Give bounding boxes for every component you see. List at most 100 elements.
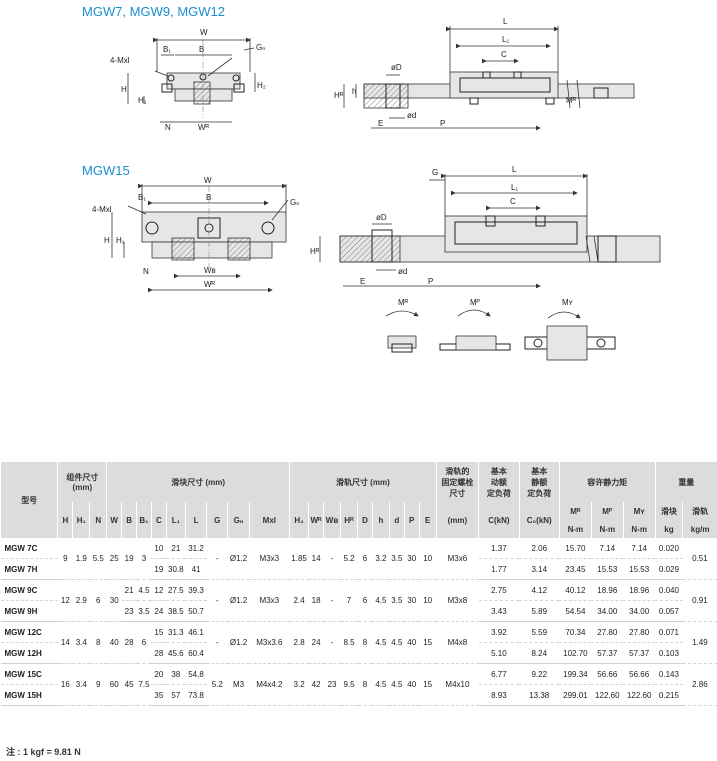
- dim-L: L: [503, 17, 508, 26]
- cell-model: MGW 9H: [0, 600, 58, 622]
- th-stat: 基本 静额 定负荷: [518, 462, 560, 502]
- series-title-mgw15: MGW15: [82, 163, 130, 178]
- cell-MY: 34.00: [623, 600, 656, 622]
- dim-WR: Wᴿ: [198, 123, 210, 132]
- cell-bolt: M3x8: [436, 579, 479, 622]
- th-block: 滑块尺寸 (mm): [106, 462, 290, 502]
- dim-E: E: [378, 119, 383, 128]
- cell-H2: 2.8: [289, 621, 309, 664]
- cell-N: 8: [89, 621, 107, 664]
- cell-kg: 0.143: [655, 663, 683, 685]
- cell-E: 15: [419, 663, 437, 706]
- cell-bolt: M3x6: [436, 538, 479, 580]
- dim-N: N: [165, 123, 171, 132]
- cell-MP: 122.60: [591, 684, 624, 706]
- cell-L: 41: [185, 558, 207, 580]
- cell-dyn: 1.77: [478, 558, 520, 580]
- dim-HR: Hᴿ: [334, 91, 344, 100]
- dim-C-15: C: [510, 197, 516, 206]
- cell-HR: 9.5: [340, 663, 358, 706]
- cell-d: 3.5: [389, 538, 405, 580]
- footnote: 注 : 1 kgf = 9.81 N: [6, 747, 81, 757]
- cell-B: 23: [121, 600, 137, 622]
- cell-MR: 23.45: [559, 558, 592, 580]
- cell-HR: 7: [340, 579, 358, 622]
- cell-model: MGW 12C: [0, 621, 58, 643]
- cell-H: 9: [57, 538, 73, 580]
- th-col-8: L: [184, 502, 207, 538]
- cell-G: 5.2: [206, 663, 228, 706]
- cell-B1: 6: [136, 621, 152, 664]
- side-view-small: [343, 26, 635, 131]
- cell-L1: 38.5: [166, 600, 186, 622]
- side-view-mgw15: [319, 173, 661, 289]
- cell-kg: 0.040: [655, 579, 683, 601]
- cell-dyn: 5.10: [478, 642, 520, 664]
- cell-dyn: 3.43: [478, 600, 520, 622]
- cell-d: 4.5: [389, 621, 405, 664]
- dim-Gn-15: Gₙ: [290, 198, 299, 207]
- cell-L: 31.2: [185, 538, 207, 559]
- th-col-15: Hᴿ: [340, 502, 358, 538]
- cell-C: 15: [151, 621, 167, 643]
- cell-B1: 7.5: [136, 663, 152, 706]
- cell-Mxl: M3x3.6: [249, 621, 290, 664]
- cell-H: 16: [57, 663, 73, 706]
- th-col-26: Mʏ: [622, 502, 656, 520]
- cell-model: MGW 9C: [0, 579, 58, 601]
- dim-HR-15: Hᴿ: [310, 247, 320, 256]
- dim-G-15: G: [432, 168, 438, 177]
- dim-W: W: [200, 28, 208, 37]
- th-col-4: B: [121, 502, 137, 538]
- cell-h: 4.5: [372, 579, 390, 622]
- cell-L: 46.1: [185, 621, 207, 643]
- th-col-25: Mᴾ: [590, 502, 624, 520]
- cell-model: MGW 15H: [0, 684, 58, 706]
- cell-B1: 3.5: [136, 600, 152, 622]
- cell-MR: 70.34: [559, 621, 592, 643]
- th-col-20: E: [418, 502, 437, 538]
- dim-Gn: Gₙ: [256, 43, 265, 52]
- cell-bolt: M4x10: [436, 663, 479, 706]
- cell-B: 21: [121, 579, 137, 601]
- th-bolt: 滑轨的 固定螺栓 尺寸: [435, 462, 479, 502]
- cell-MP: 7.14: [591, 538, 624, 559]
- cell-H2: 2.4: [289, 579, 309, 622]
- cell-MY: 15.53: [623, 558, 656, 580]
- th-assembly: 组件尺寸 (mm): [57, 462, 107, 502]
- dim-WB-15: Wʙ: [204, 266, 216, 275]
- cell-C: 10: [151, 538, 167, 559]
- cell-L: 73.8: [185, 684, 207, 706]
- cell-MY: 57.37: [623, 642, 656, 664]
- th-col-22: C(kN): [478, 502, 520, 538]
- dim-L1: L₁: [502, 35, 509, 44]
- cell-E: 15: [419, 621, 437, 664]
- cell-stat: 5.59: [519, 621, 560, 643]
- cell-Gn: Ø1.2: [227, 538, 250, 580]
- cell-MY: 122.60: [623, 684, 656, 706]
- cell-W: 60: [106, 663, 122, 706]
- cell-L: 54.8: [185, 663, 207, 685]
- cell-B1: 3: [136, 538, 152, 580]
- cell-L: 60.4: [185, 642, 207, 664]
- cell-P: 40: [404, 663, 420, 706]
- cell-stat: 4.12: [519, 579, 560, 601]
- cell-L: 39.3: [185, 579, 207, 601]
- front-view-mgw15: [111, 183, 289, 293]
- cell-stat: 9.22: [519, 663, 560, 685]
- cell-MP: 27.80: [591, 621, 624, 643]
- cell-C: 20: [151, 663, 167, 685]
- cell-MY: 56.66: [623, 663, 656, 685]
- cell-MY: 18.96: [623, 579, 656, 601]
- cell-WR: 18: [308, 579, 324, 622]
- cell-P: 30: [404, 579, 420, 622]
- cell-L1: 57: [166, 684, 186, 706]
- cell-W: 25: [106, 538, 122, 580]
- cell-W: 40: [106, 621, 122, 664]
